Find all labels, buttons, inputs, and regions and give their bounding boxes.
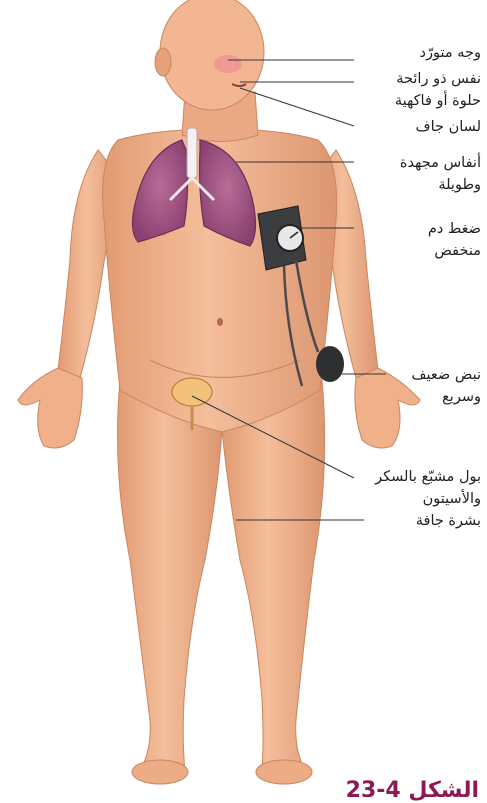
trachea: [187, 128, 197, 178]
flushed-cheek: [214, 55, 242, 73]
left-foot: [132, 760, 188, 784]
label-weak-rapid-pulse: نبض ضعيف وسريع: [412, 364, 481, 408]
label-labored-breathing: أنفاس مجهدة وطويلة: [400, 152, 481, 196]
label-dry-tongue: لسان جاف: [416, 116, 481, 138]
label-line: بول مشبّع بالسكر: [375, 466, 481, 488]
head: [160, 0, 264, 110]
label-dry-skin: بشرة جافة: [416, 510, 481, 532]
label-fruity-breath: نفس ذو رائحة حلوة أو فاكهية: [395, 68, 481, 112]
human-body: [18, 0, 420, 784]
right-foot: [256, 760, 312, 784]
label-flushed-face: وجه متورّد: [420, 42, 481, 64]
right-hand: [355, 368, 420, 448]
label-line: نبض ضعيف: [412, 364, 481, 386]
label-line: وجه متورّد: [420, 42, 481, 64]
pump-bulb: [316, 346, 344, 382]
label-line: وسريع: [412, 386, 481, 408]
label-line: أنفاس مجهدة: [400, 152, 481, 174]
label-line: حلوة أو فاكهية: [395, 90, 481, 112]
label-line: وطويلة: [400, 174, 481, 196]
label-line: والأسيتون: [375, 488, 481, 510]
label-line: بشرة جافة: [416, 510, 481, 532]
ear: [155, 48, 171, 76]
label-sugar-ketone-urine: بول مشبّع بالسكر والأسيتون: [375, 466, 481, 510]
label-line: ضغط دم: [428, 218, 481, 240]
left-leg: [118, 380, 222, 772]
left-hand: [18, 368, 82, 448]
label-line: لسان جاف: [416, 116, 481, 138]
right-leg: [222, 380, 325, 772]
label-line: منخفض: [428, 240, 481, 262]
navel: [217, 318, 223, 326]
label-low-blood-pressure: ضغط دم منخفض: [428, 218, 481, 262]
label-line: نفس ذو رائحة: [395, 68, 481, 90]
figure-caption: الشكل 4-23: [346, 778, 479, 803]
